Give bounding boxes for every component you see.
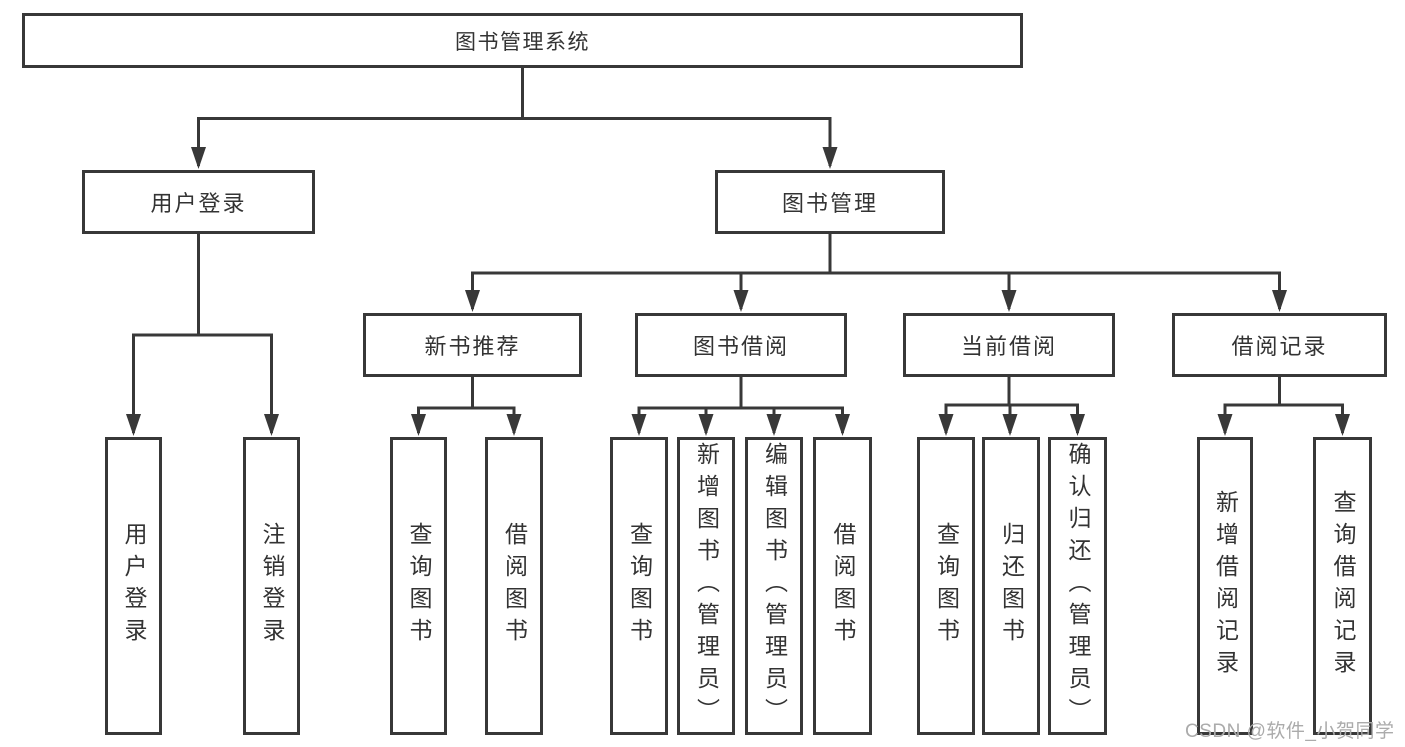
node-label: 借阅记录 — [1231, 334, 1328, 359]
node-label: 用户登录 — [150, 191, 247, 216]
node-user-login: 用户登录 — [82, 170, 315, 234]
leaf-add-borrow-record: 新增借阅记录 — [1197, 437, 1253, 735]
node-label: 新增图书（管理员） — [693, 442, 720, 730]
leaf-logout: 注销登录 — [243, 437, 300, 735]
node-label: 图书借阅 — [692, 334, 789, 359]
node-label: 查询图书 — [406, 522, 432, 650]
node-label: 归还图书 — [998, 522, 1025, 650]
node-label: 借阅图书 — [830, 522, 856, 650]
node-label: 查询图书 — [933, 522, 960, 650]
leaf-return-book: 归还图书 — [982, 437, 1040, 735]
leaf-edit-book-admin: 编辑图书（管理员） — [745, 437, 803, 735]
leaf-query-borrow-record: 查询借阅记录 — [1313, 437, 1372, 735]
node-label: 用户登录 — [121, 522, 147, 650]
node-book-management: 图书管理 — [715, 170, 945, 234]
leaf-add-book-admin: 新增图书（管理员） — [677, 437, 735, 735]
node-label: 图书管理系统 — [455, 30, 590, 54]
leaf-borrow-books-borrowing: 借阅图书 — [813, 437, 872, 735]
node-current-borrowing: 当前借阅 — [903, 313, 1115, 377]
leaf-query-books-borrowing: 查询图书 — [610, 437, 668, 735]
leaf-borrow-books-recommend: 借阅图书 — [485, 437, 543, 735]
node-label: 图书管理 — [781, 191, 878, 216]
node-root-system: 图书管理系统 — [22, 13, 1023, 68]
node-label: 注销登录 — [259, 522, 285, 650]
node-label: 编辑图书（管理员） — [761, 442, 788, 730]
node-label: 新增借阅记录 — [1212, 490, 1239, 682]
node-label: 当前借阅 — [960, 334, 1057, 359]
leaf-user-login: 用户登录 — [105, 437, 162, 735]
leaf-query-books-recommend: 查询图书 — [390, 437, 447, 735]
node-new-book-recommend: 新书推荐 — [363, 313, 582, 377]
node-label: 新书推荐 — [424, 334, 521, 359]
leaf-confirm-return-admin: 确认归还（管理员） — [1048, 437, 1107, 735]
node-label: 确认归还（管理员） — [1065, 442, 1091, 730]
node-label: 借阅图书 — [501, 522, 528, 650]
node-label: 查询图书 — [626, 522, 653, 650]
node-book-borrowing: 图书借阅 — [635, 313, 847, 377]
node-label: 查询借阅记录 — [1330, 490, 1356, 682]
leaf-query-books-current: 查询图书 — [917, 437, 975, 735]
node-borrowing-records: 借阅记录 — [1172, 313, 1387, 377]
csdn-watermark: CSDN @软件_小贺同学 — [1185, 721, 1395, 742]
